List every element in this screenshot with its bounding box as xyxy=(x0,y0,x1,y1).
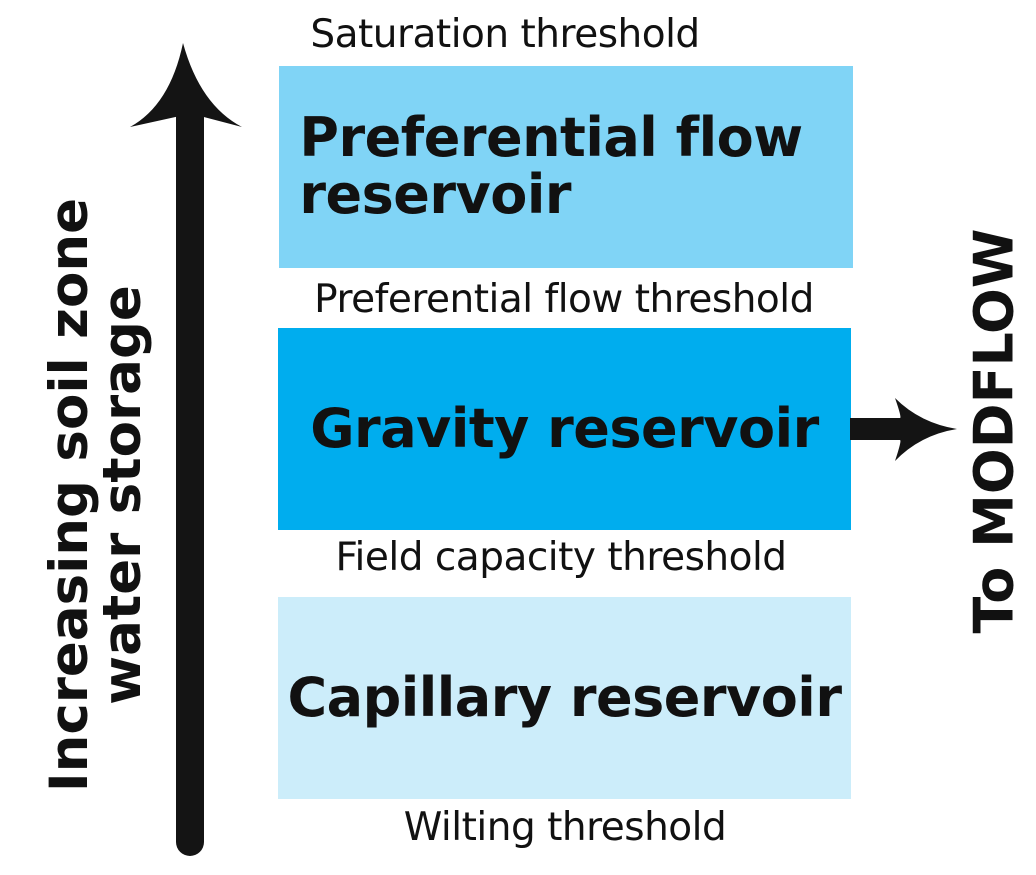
to-modflow-label: To MODFLOW xyxy=(962,228,1026,634)
wilting-threshold-label: Wilting threshold xyxy=(403,805,727,850)
saturation-threshold-label: Saturation threshold xyxy=(310,12,700,57)
capillary-reservoir-label: Capillary reservoir xyxy=(287,665,842,729)
to-modflow-arrow-icon xyxy=(850,398,957,461)
storage-up-arrow-icon xyxy=(130,43,242,856)
preferential-flow-reservoir-label-line1: Preferential flow xyxy=(299,106,803,170)
gravity-reservoir-label: Gravity reservoir xyxy=(310,396,819,460)
axis-label: Increasing soil zone water storage xyxy=(39,197,153,793)
field-capacity-threshold-label: Field capacity threshold xyxy=(335,535,787,580)
preferential-flow-reservoir-label-line2: reservoir xyxy=(299,163,571,226)
preferential-flow-threshold-label: Preferential flow threshold xyxy=(314,277,814,322)
gravity-reservoir: Gravity reservoir xyxy=(278,328,851,530)
preferential-flow-reservoir: Preferential flow reservoir xyxy=(279,66,853,268)
axis-label-line2: water storage xyxy=(92,285,153,705)
capillary-reservoir: Capillary reservoir xyxy=(278,597,851,799)
axis-label-line1: Increasing soil zone xyxy=(39,197,100,793)
